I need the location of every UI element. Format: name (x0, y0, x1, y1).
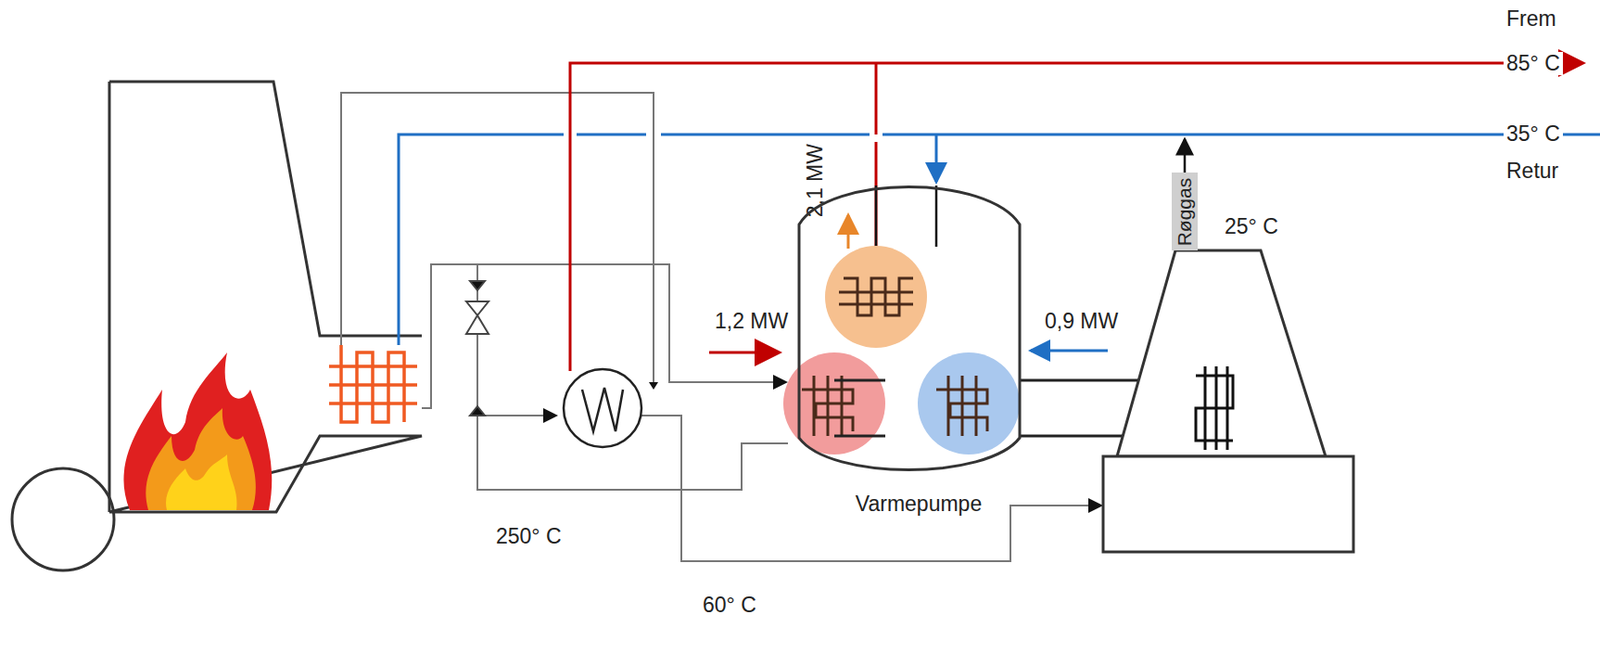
flow-label: Frem (1503, 7, 1560, 31)
temperature-label: 25° C (1221, 215, 1282, 239)
temperature-label: 35° C (1503, 122, 1563, 146)
heat-pump-vessel: Varmepumpe (792, 166, 1027, 529)
vessel-outline (792, 166, 1027, 529)
node-text: Varmepumpe (855, 492, 982, 516)
temperature-label: 250° C (493, 524, 565, 548)
power-label: 0,9 MW (1041, 309, 1121, 333)
temperature-label: 85° C (1503, 51, 1563, 76)
flow-label: Retur (1503, 159, 1562, 183)
power-label: 1,2 MW (711, 309, 791, 333)
temperature-label: 60° C (699, 593, 760, 617)
flue-gas-box: Røggas (1171, 172, 1198, 251)
node-text: Røggas (1173, 177, 1195, 246)
